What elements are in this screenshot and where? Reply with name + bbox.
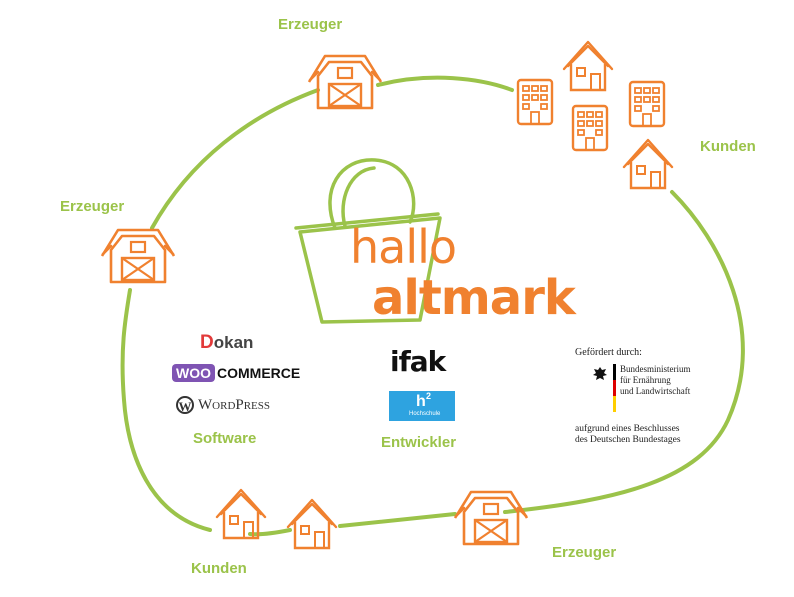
label-customers-right: Kunden [700, 138, 756, 155]
wordpress-icon: W [176, 396, 194, 414]
h2-subtext: Hochschule [409, 411, 441, 417]
h2-letter: h [416, 393, 426, 410]
logo-word-altmark: altmark [372, 270, 576, 326]
dokan-initial: D [200, 332, 214, 353]
logo-word-hallo: hallo [350, 220, 457, 274]
label-producer-left: Erzeuger [60, 198, 125, 215]
software-heading: Software [193, 430, 257, 447]
loop-segment-right [503, 190, 745, 514]
woo-badge: WOO [172, 364, 215, 382]
h2-superscript: 2 [426, 391, 432, 401]
label-producer-bottom: Erzeuger [552, 544, 617, 561]
house-icon-3 [215, 488, 267, 540]
ministry-line-2: für Ernährung [620, 375, 671, 385]
house-icon-2 [622, 138, 674, 190]
wordpress-text: WordPress [198, 396, 271, 413]
ministry-line-1: Bundesministerium [620, 364, 691, 374]
hochschule-logo: h 2 Hochschule [389, 391, 455, 421]
label-customers-bottom: Kunden [191, 560, 247, 577]
house-icon-1 [562, 40, 614, 92]
loop-segment-left [120, 288, 212, 532]
loop-segment-bottom [338, 512, 457, 528]
wordpress-logo: W WordPress [176, 396, 270, 414]
label-producer-top: Erzeuger [278, 16, 343, 33]
woo-text: COMMERCE [217, 365, 301, 381]
funding-intro: Gefördert durch: [575, 347, 642, 358]
apartment-icon-2 [571, 104, 609, 152]
apartment-icon-3 [628, 80, 666, 128]
barn-icon-top [307, 54, 383, 110]
loop-segment-top-left [150, 88, 320, 230]
ministry-line-3: und Landwirtschaft [620, 386, 691, 396]
bag-icon [294, 158, 442, 324]
bundestag-decision: aufgrund eines Beschlusses des Deutschen… [575, 424, 681, 446]
house-icon-4 [286, 498, 338, 550]
dokan-logo: Dokan [200, 332, 253, 354]
barn-icon-left [100, 228, 176, 284]
decision-line-1: aufgrund eines Beschlusses [575, 424, 680, 434]
apartment-icon-1 [516, 78, 554, 126]
barn-icon-bottom [453, 490, 529, 546]
developers-heading: Entwickler [381, 434, 457, 451]
ministry-name: Bundesministerium für Ernährung und Land… [620, 364, 691, 397]
ifak-logo: ifak [390, 345, 446, 378]
loop-segment-top-right [376, 75, 514, 92]
loop-segment-bottom-houses [248, 528, 292, 537]
dokan-text: okan [213, 333, 254, 352]
german-flag-stripe [613, 364, 616, 412]
decision-line-2: des Deutschen Bundestages [575, 435, 681, 445]
eagle-icon [592, 366, 608, 382]
